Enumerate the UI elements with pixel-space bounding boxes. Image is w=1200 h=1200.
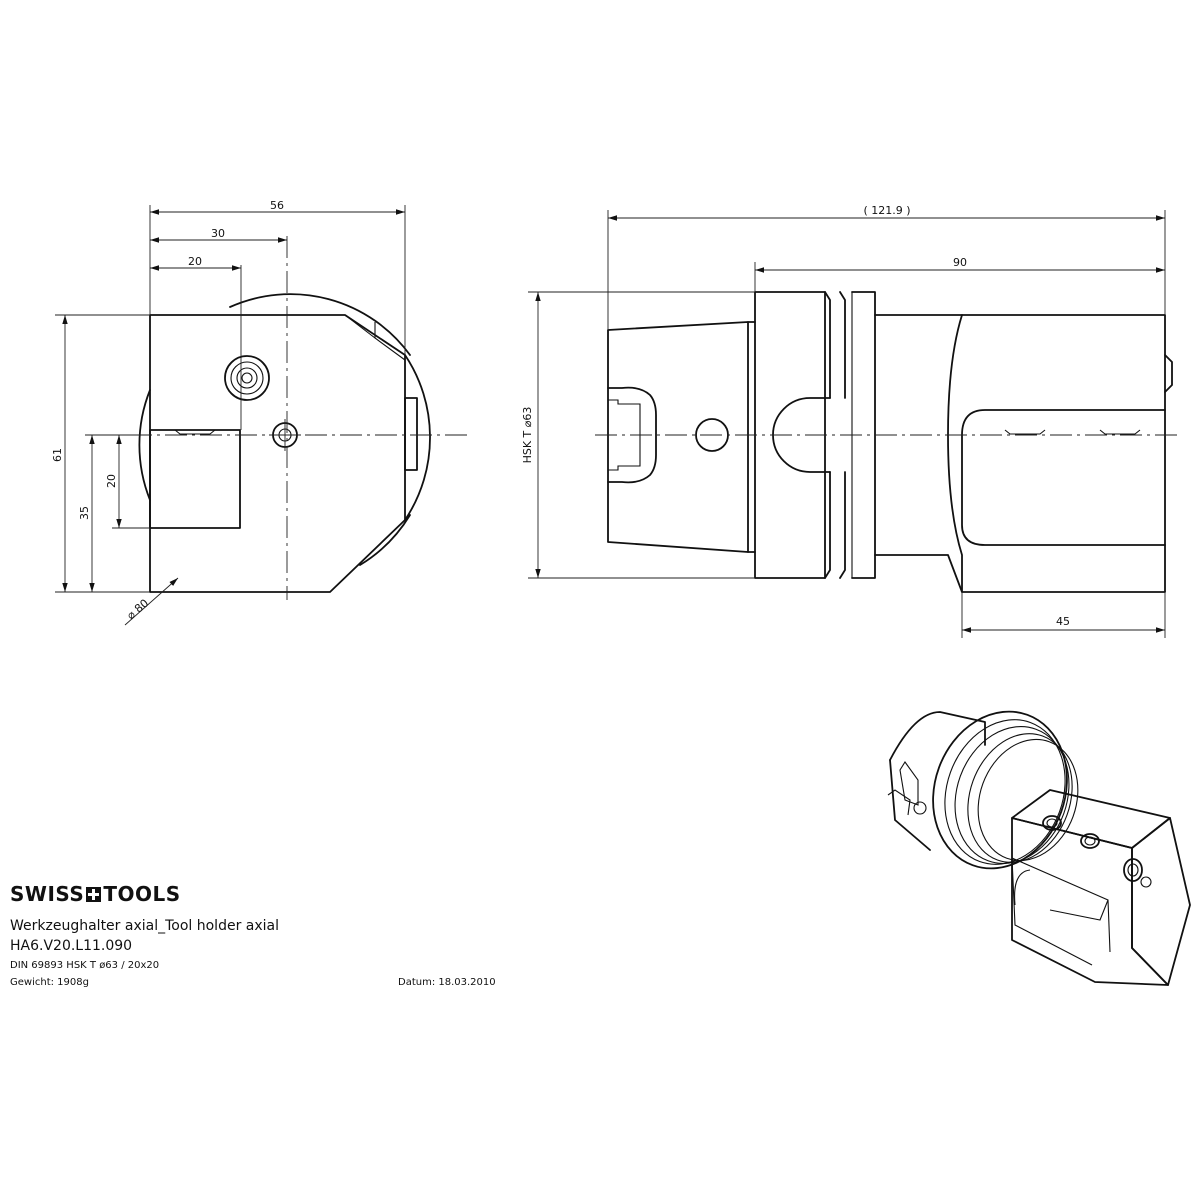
brand-left: SWISS bbox=[10, 882, 85, 906]
side-view bbox=[595, 291, 1180, 593]
dim-80: ⌀ 80 bbox=[124, 597, 151, 622]
brand-logo: SWISS TOOLS bbox=[10, 880, 530, 908]
front-view bbox=[130, 236, 470, 600]
date-text: Datum: 18.03.2010 bbox=[398, 977, 496, 988]
weight-text: Gewicht: 1908g bbox=[10, 977, 89, 988]
swiss-cross-icon bbox=[86, 886, 102, 902]
title-block: SWISS TOOLS Werkzeughalter axial_Tool ho… bbox=[10, 880, 530, 991]
part-number: HA6.V20.L11.090 bbox=[10, 938, 133, 954]
isometric-view bbox=[887, 710, 1191, 986]
part-description: Werkzeughalter axial_Tool holder axial bbox=[10, 918, 279, 934]
dim-45: 45 bbox=[1056, 615, 1070, 628]
weight-date-row: Gewicht: 1908g Datum: 18.03.2010 bbox=[10, 977, 530, 991]
front-view-dimensions bbox=[55, 205, 406, 626]
dim-20-side: 20 bbox=[105, 474, 118, 488]
dim-61: 61 bbox=[51, 448, 64, 462]
dim-35: 35 bbox=[78, 506, 91, 520]
standard-spec: DIN 69893 HSK T ø63 / 20x20 bbox=[10, 960, 160, 971]
brand-right: TOOLS bbox=[103, 882, 181, 906]
dim-hsk-63: HSK T ⌀63 bbox=[521, 407, 534, 464]
dim-30: 30 bbox=[211, 227, 225, 240]
dim-121-9: ( 121.9 ) bbox=[863, 204, 910, 217]
dim-56: 56 bbox=[270, 199, 284, 212]
dim-90: 90 bbox=[953, 256, 967, 269]
dim-20-top: 20 bbox=[188, 255, 202, 268]
side-view-dimensions bbox=[528, 210, 1166, 638]
